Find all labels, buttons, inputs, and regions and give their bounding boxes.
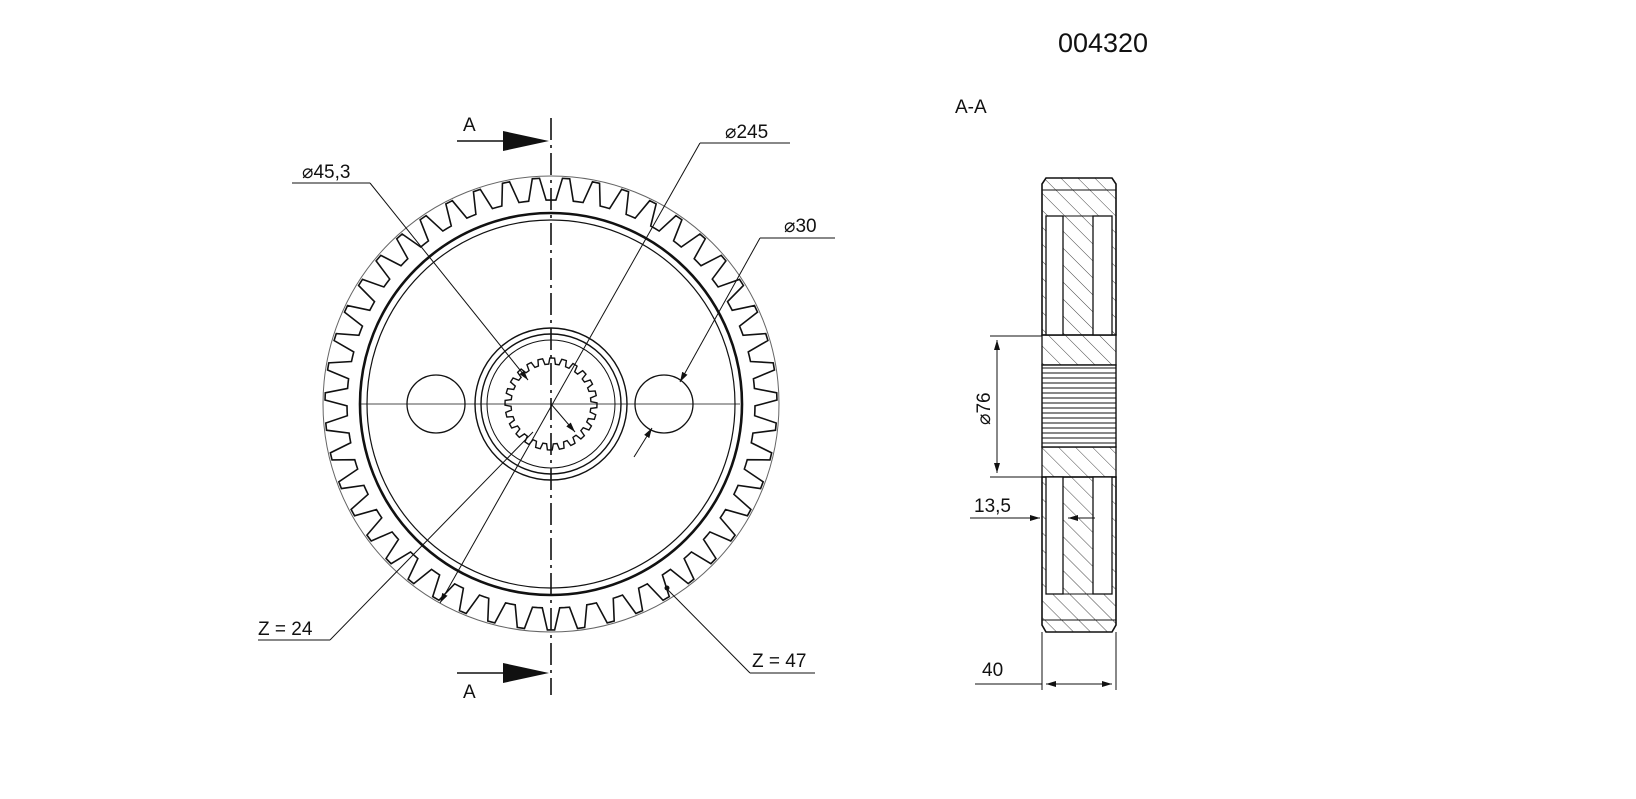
outer-diameter-callout: ⌀245 — [439, 122, 790, 604]
svg-text:⌀45,3: ⌀45,3 — [302, 162, 350, 183]
web-thickness-dimension: 13,5 — [970, 496, 1095, 521]
diameter-symbol: ⌀ — [784, 216, 795, 237]
tip-circle — [322, 175, 780, 633]
svg-text:⌀30: ⌀30 — [784, 216, 817, 237]
web-thickness-value: 13,5 — [974, 496, 1011, 517]
section-view-label: A-A — [955, 97, 987, 118]
diameter-symbol: ⌀ — [974, 414, 995, 425]
section-top-half — [1041, 177, 1117, 336]
hub-diameter-dimension: ⌀76 — [974, 335, 1042, 478]
hole-diameter-callout: ⌀30 — [633, 216, 835, 458]
section-arrow-bottom-head — [503, 663, 549, 683]
gear-teeth-note: Z = 47 — [752, 651, 806, 672]
diameter-symbol: ⌀ — [725, 122, 736, 143]
section-hub-region — [1041, 334, 1117, 478]
hole-diameter-value: 30 — [795, 216, 816, 237]
svg-text:⌀245: ⌀245 — [725, 122, 768, 143]
face-width-dimension: 40 — [975, 632, 1117, 690]
section-arrow-top-head — [503, 131, 549, 151]
section-mark-top: A — [463, 115, 476, 136]
part-number: 004320 — [1058, 28, 1148, 58]
bore-diameter-callout: ⌀45,3 — [292, 162, 576, 433]
spline-teeth-callout: Z = 24 — [258, 431, 534, 641]
section-view: A-A ⌀76 — [955, 97, 1117, 690]
bore-diameter-value: 45,3 — [313, 162, 350, 183]
gear-teeth-callout: Z = 47 — [664, 585, 815, 674]
spline-teeth-note: Z = 24 — [258, 619, 313, 640]
diameter-symbol: ⌀ — [302, 162, 313, 183]
hub-diameter-value: 76 — [974, 392, 995, 413]
section-mark-bottom: A — [463, 682, 476, 703]
gear-front-view: A A ⌀45,3 ⌀245 ⌀30 Z = 24 — [258, 115, 835, 703]
face-width-value: 40 — [982, 660, 1003, 681]
section-bottom-half — [1041, 476, 1117, 633]
svg-text:⌀76: ⌀76 — [974, 392, 995, 425]
outer-diameter-value: 245 — [736, 122, 768, 143]
